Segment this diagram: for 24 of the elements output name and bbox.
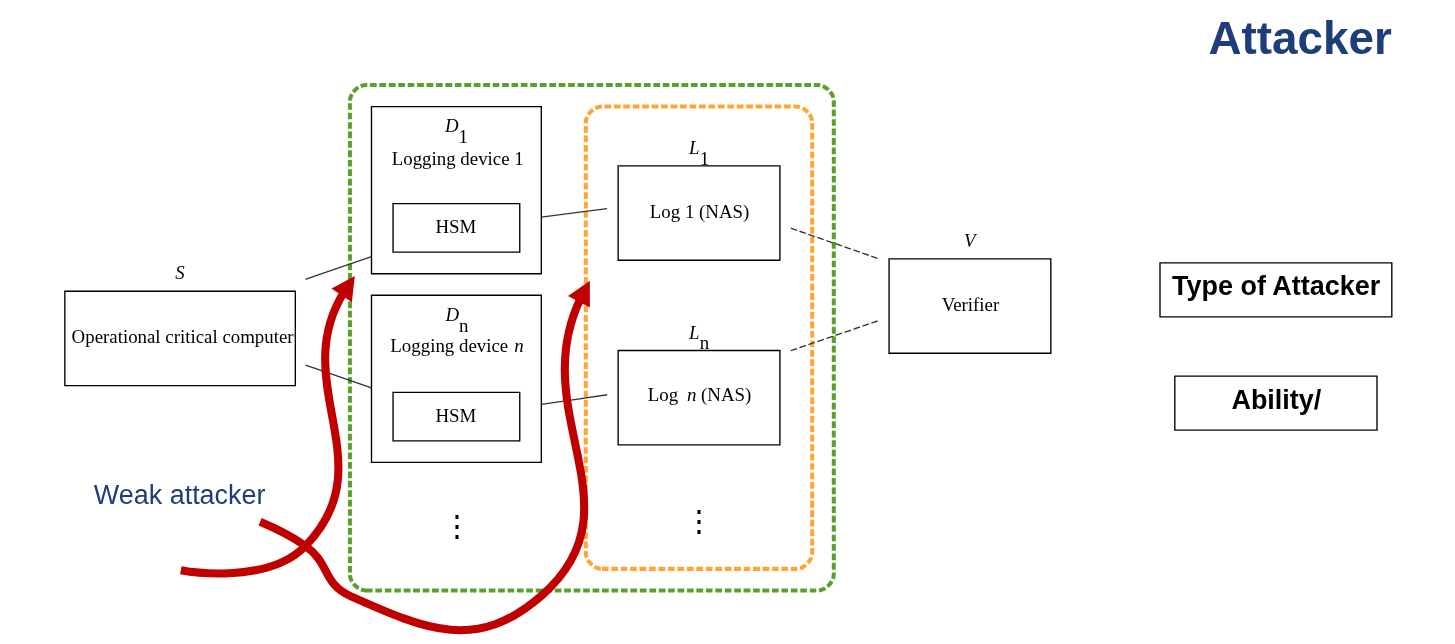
node-box: HSM <box>391 202 520 253</box>
label: Ability/ <box>1230 384 1321 415</box>
node-label: S <box>174 262 185 284</box>
connector <box>789 320 879 352</box>
arrow <box>258 280 590 635</box>
label: ⋮ <box>441 510 472 543</box>
connector <box>304 364 372 389</box>
connector <box>540 207 608 218</box>
arrow <box>179 275 355 578</box>
node-label: V <box>963 230 975 252</box>
connector <box>304 255 372 280</box>
connector <box>540 394 608 406</box>
node-text: Weak attacker <box>93 480 266 511</box>
node-box: HSM <box>391 391 520 442</box>
node-box: Verifier <box>887 258 1051 354</box>
node-box: Log n (NAS) <box>616 349 781 446</box>
connector <box>789 227 879 260</box>
node-box: Log 1 (NAS) <box>616 165 781 261</box>
node-box: Operational critical computer <box>63 290 296 387</box>
diagram-title: Attacker <box>1208 13 1392 65</box>
label: ⋮ <box>683 504 714 537</box>
label: Type of Attacker <box>1171 271 1380 302</box>
cluster <box>347 83 836 593</box>
cluster <box>583 104 814 571</box>
